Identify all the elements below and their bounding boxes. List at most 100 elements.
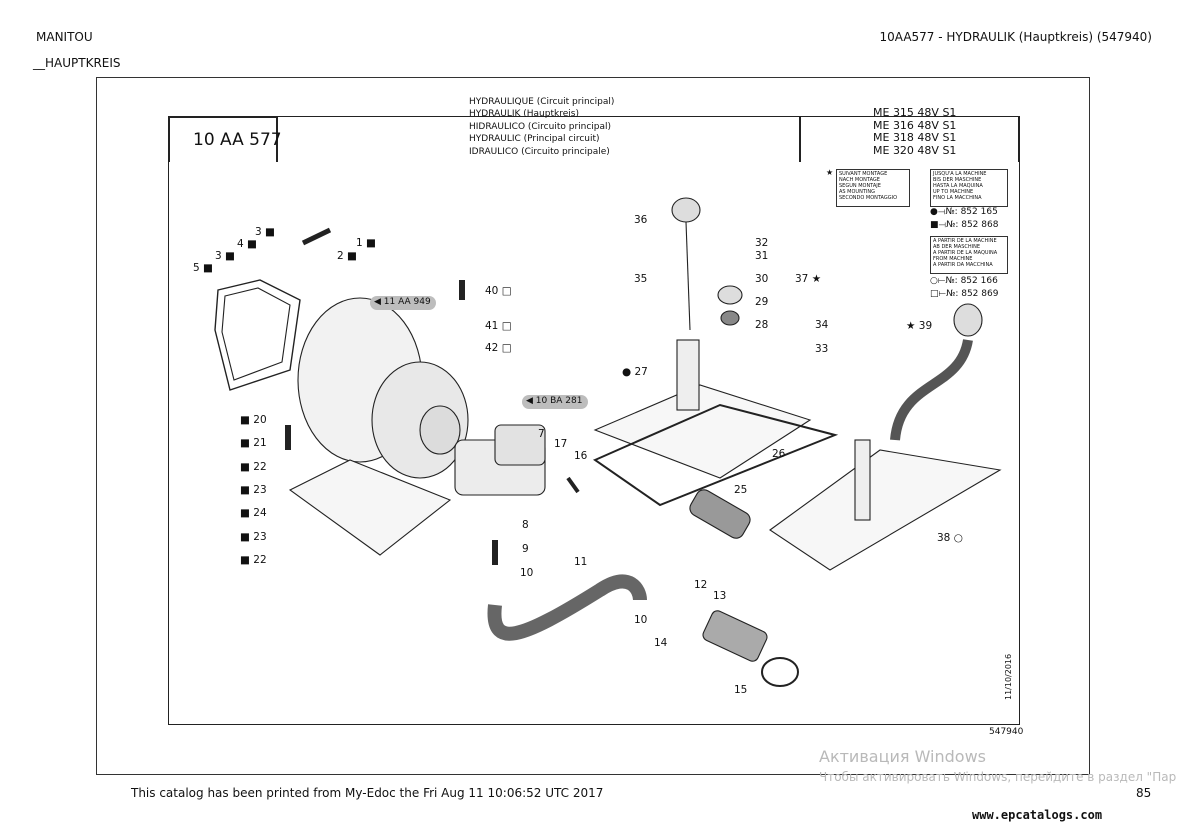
note-line: FINO LA MACCHINA <box>933 195 982 201</box>
callout: 28 <box>755 319 769 331</box>
model-item: ME 320 48V S1 <box>873 143 957 157</box>
brand-name: MANITOU <box>36 30 93 44</box>
title-es: HIDRAULICO (Circuito principal) <box>469 121 612 132</box>
callout: 10 <box>520 567 534 579</box>
group-code: 10 AA 577 <box>193 130 282 150</box>
gasket <box>592 403 839 507</box>
callout: 12 <box>694 579 708 591</box>
reference-tags <box>370 296 588 409</box>
strainer-14 <box>702 610 768 662</box>
callout: ■ 22 <box>240 461 267 473</box>
print-info: This catalog has been printed from My-Ed… <box>131 786 604 800</box>
callout: 29 <box>755 296 769 308</box>
ref-text: 11 AA 949 <box>383 297 431 307</box>
callout: 42 □ <box>485 342 512 354</box>
callout: ■ 22 <box>240 554 267 566</box>
callout: 36 <box>634 214 648 226</box>
model-item: ME 318 48V S1 <box>873 131 957 144</box>
callout: 34 <box>815 319 829 331</box>
callout: ★ 39 <box>906 320 933 332</box>
section-name: __HAUPTKREIS <box>33 56 121 70</box>
callout: 35 <box>634 273 648 285</box>
breather-cap <box>671 197 701 223</box>
callout: 38 ○ <box>937 532 963 544</box>
callout: ■ 24 <box>240 507 267 519</box>
tank-cover-plate <box>593 384 812 479</box>
serial-from-2: □⟝№: 852 869 <box>930 289 999 299</box>
callout: 3 ■ <box>215 250 235 262</box>
note-line: SUIVANT MONTAGE <box>839 171 888 177</box>
callout: ■ 20 <box>240 414 267 426</box>
note-line: HASTA LA MAQUINA <box>933 183 983 189</box>
filler-pipe <box>890 338 973 441</box>
serial-up-to-2: ■⟞№: 852 868 <box>930 220 999 230</box>
ref-text: 10 BA 281 <box>535 396 583 406</box>
strap <box>214 279 301 391</box>
note-line: UP TO MACHINE <box>933 189 974 195</box>
title-it: IDRAULICO (Circuito principale) <box>469 146 610 157</box>
callout: 30 <box>755 273 769 285</box>
note-line: A PARTIR DA MACCHINA <box>933 262 993 268</box>
serial-value: 852 165 <box>960 207 998 217</box>
callout: 32 <box>755 237 769 249</box>
callout: 37 ★ <box>795 273 822 285</box>
callout: 13 <box>713 590 727 602</box>
note-line: A PARTIR DE LA MAQUINA <box>933 250 998 256</box>
models-box <box>799 116 1020 162</box>
drawing-date: 11/10/2016 <box>1004 653 1013 700</box>
callout: 9 <box>522 543 529 555</box>
page-number: 85 <box>1136 786 1152 800</box>
callout: 40 □ <box>485 285 512 297</box>
serial-value: 852 869 <box>961 289 999 299</box>
callout: 5 ■ <box>193 262 213 274</box>
site-link[interactable]: www.epcatalogs.com <box>972 808 1103 822</box>
title-en: HYDRAULIC (Principal circuit) <box>469 134 600 145</box>
activation-watermark-text: Чтобы активировать Windows, перейдите в … <box>819 770 1177 784</box>
callout: 11 <box>574 556 588 568</box>
callout: 4 ■ <box>237 238 257 250</box>
sheet-frame <box>96 77 1090 775</box>
o-ring-15 <box>761 657 799 687</box>
filler-cap <box>953 303 983 337</box>
callout: ■ 23 <box>240 531 267 543</box>
title-fr: HYDRAULIQUE (Circuit principal) <box>469 97 615 107</box>
serial-value: 852 868 <box>961 220 999 230</box>
note-from: A PARTIR DE LA MACHINE AB DER MASCHINE A… <box>930 236 1008 274</box>
note-line: AS MOUNTING <box>839 189 875 195</box>
activation-watermark-title: Активация Windows <box>819 747 986 766</box>
note-line: SECONDO MONTAGGIO <box>839 195 898 201</box>
serial-from-1: ○⟝№: 852 166 <box>930 276 998 286</box>
callout: ● 27 <box>622 366 648 378</box>
callout: ■ 23 <box>240 484 267 496</box>
note-line: FROM MACHINE <box>933 256 973 262</box>
callout: 7 <box>538 428 545 440</box>
note-line: A PARTIR DE LA MACHINE <box>933 238 997 244</box>
callout: ■ 21 <box>240 437 267 449</box>
cover-plate-38 <box>769 449 1002 571</box>
serial-value: 852 166 <box>960 276 998 286</box>
callout: 16 <box>574 450 588 462</box>
callout: 15 <box>734 684 748 696</box>
note-up-to: JUSQU'A LA MACHINE BIS DER MASCHINE HAST… <box>930 169 1008 207</box>
callout: 8 <box>522 519 529 531</box>
note-line: SEGUN MONTAJE <box>839 183 881 189</box>
note-line: BIS DER MASCHINE <box>933 177 982 183</box>
callout: 33 <box>815 343 829 355</box>
callout: 1 ■ <box>356 237 376 249</box>
group-code-box <box>168 116 278 162</box>
document-title: 10AA577 - HYDRAULIK (Hauptkreis) (547940… <box>879 30 1152 44</box>
callout: 10 <box>634 614 648 626</box>
ref-label-motor: ◀ 11 AA 949 <box>374 297 431 307</box>
callout: 3 ■ <box>255 226 275 238</box>
bracket <box>288 459 452 556</box>
callout: 26 <box>772 448 786 460</box>
callout: 2 ■ <box>337 250 357 262</box>
callout: 17 <box>554 438 568 450</box>
note-mounting: SUIVANT MONTAGE NACH MONTAGE SEGUN MONTA… <box>836 169 910 207</box>
hose-11 <box>487 574 647 641</box>
serial-up-to-1: ●⟞№: 852 165 <box>930 207 998 217</box>
model-list: ME 315 48V S1 ME 316 48V S1 ME 318 48V S… <box>873 106 957 157</box>
model-item: ME 315 48V S1 <box>873 106 957 119</box>
callout: 25 <box>734 484 748 496</box>
star-icon: ★ <box>826 168 834 177</box>
